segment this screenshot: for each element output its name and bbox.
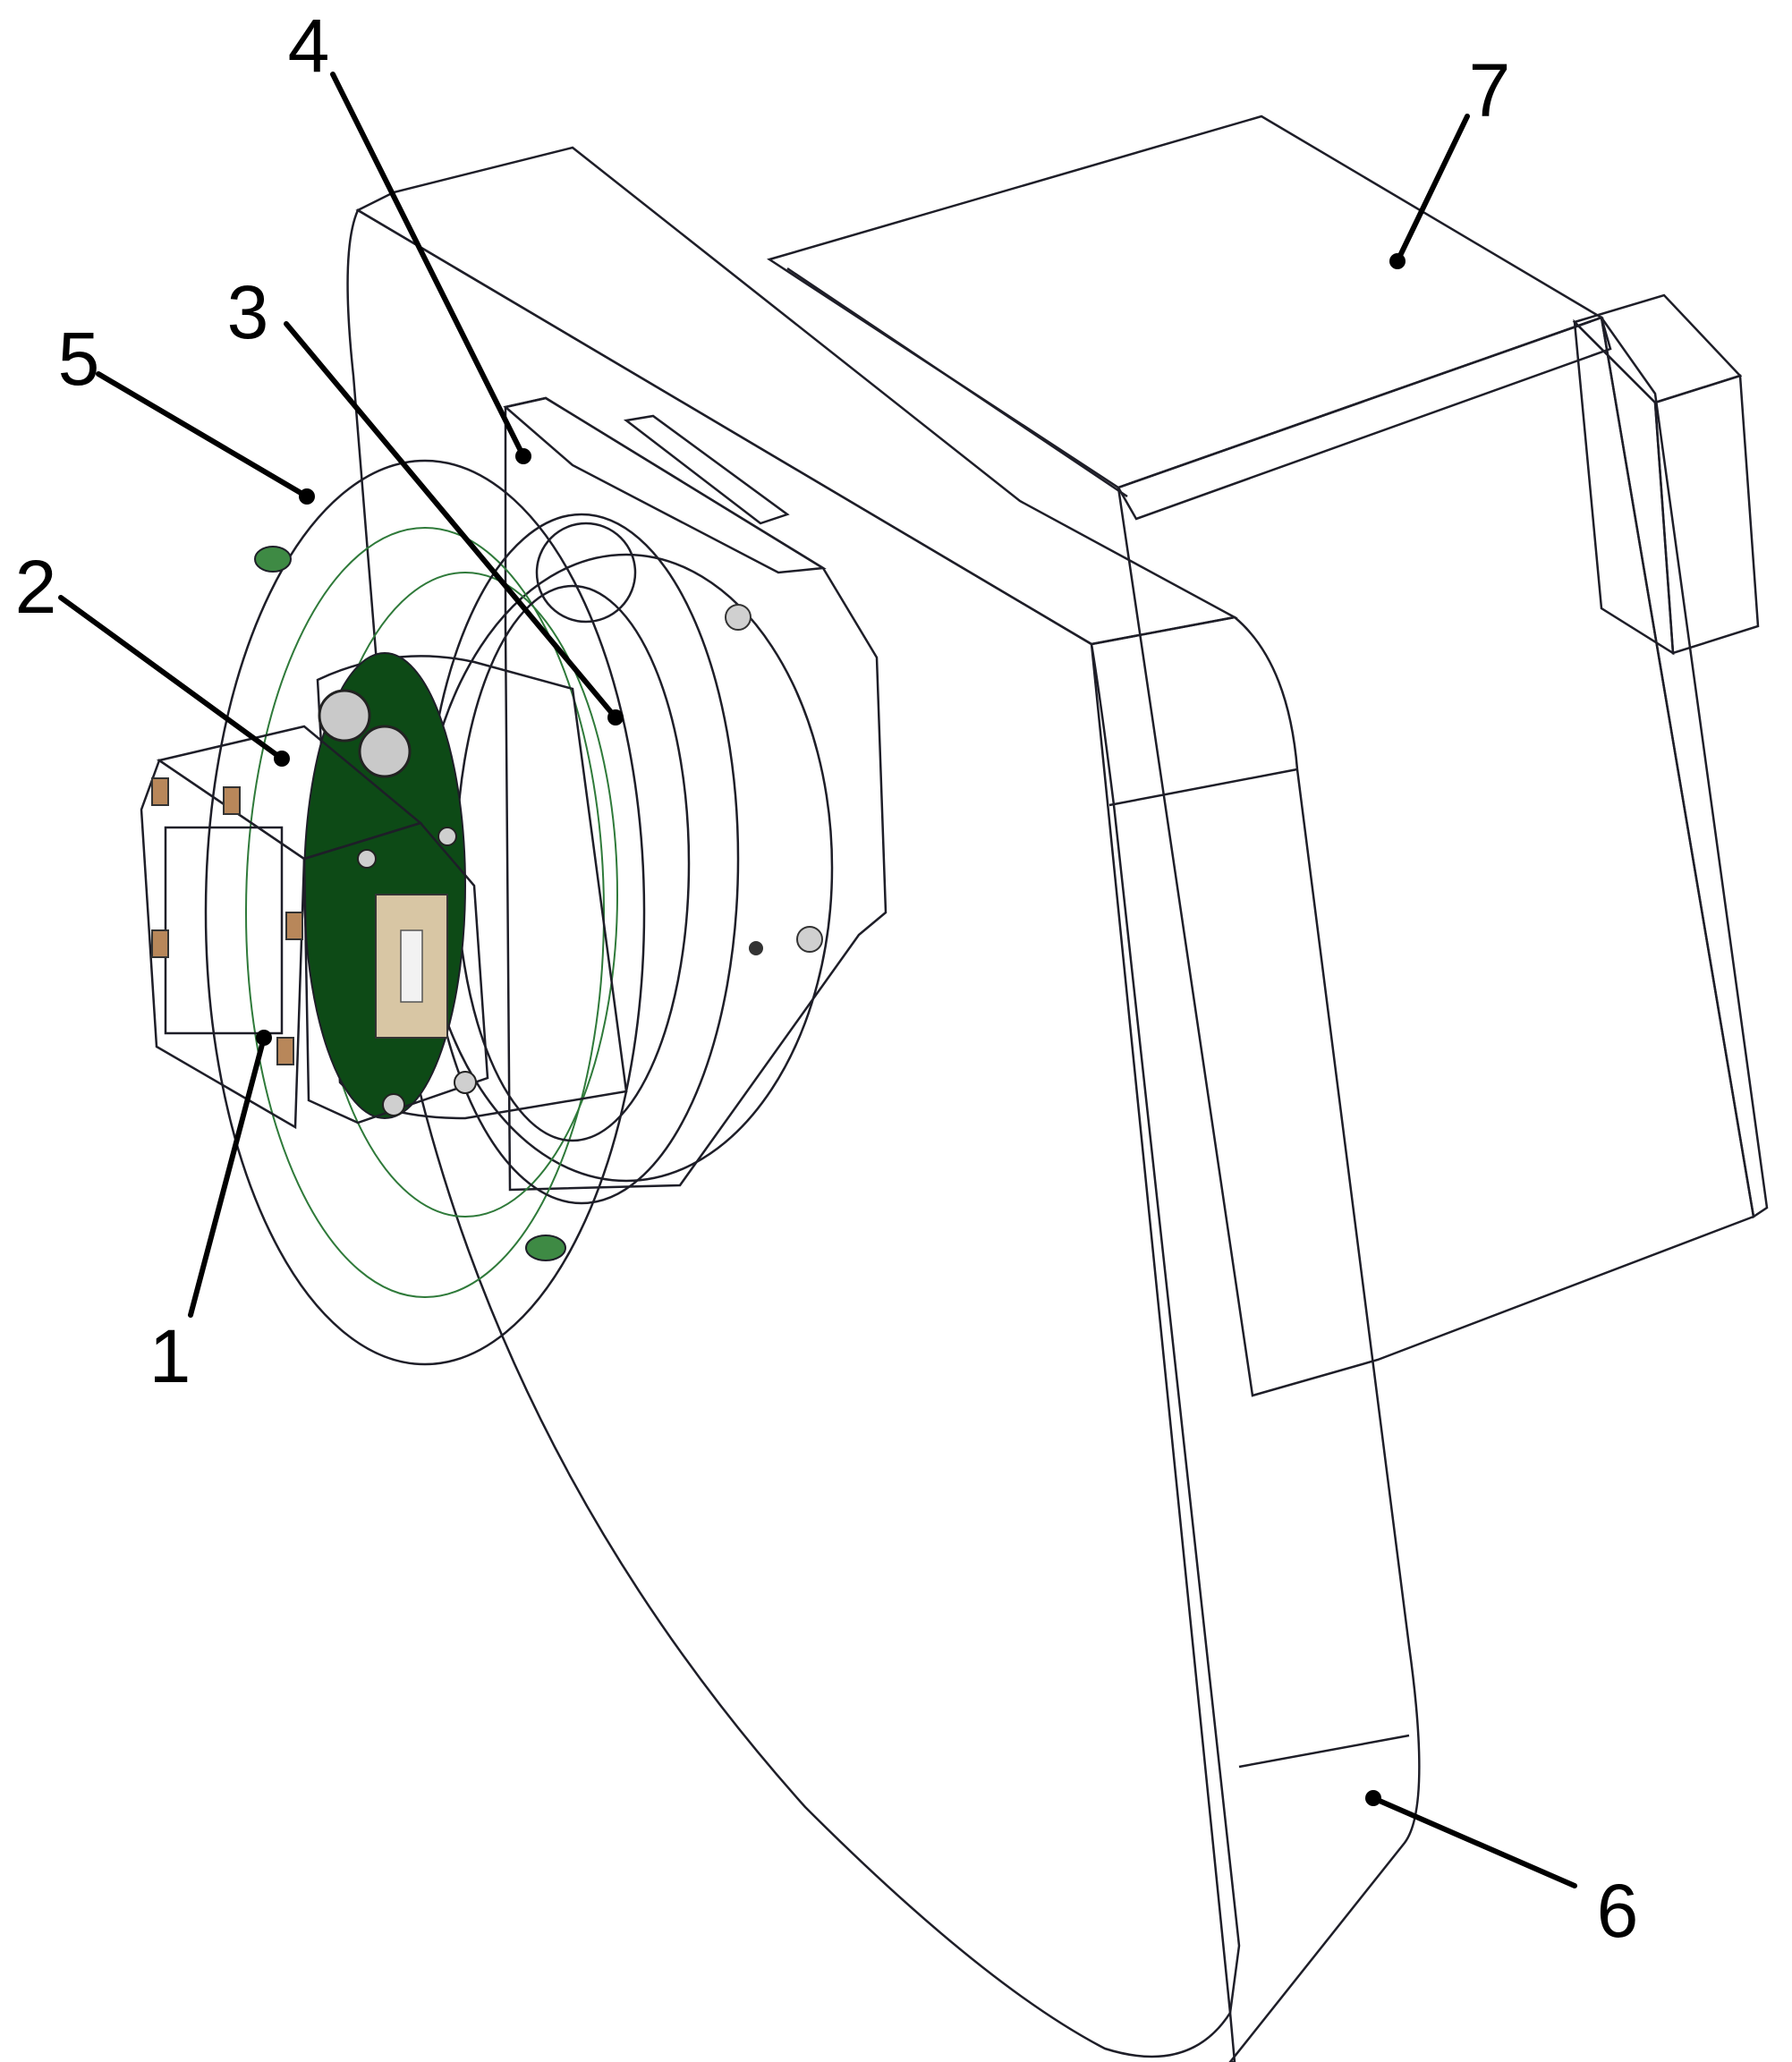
- callout-4: 4: [288, 4, 531, 464]
- callout-3: 3: [227, 270, 624, 726]
- callout-label-6: 6: [1597, 1869, 1639, 1953]
- callout-label-3: 3: [227, 270, 269, 354]
- callouts: 1 2 3 4 5 6 7: [15, 4, 1639, 1953]
- callout-label-1: 1: [149, 1314, 191, 1398]
- callout-6: 6: [1365, 1790, 1638, 1953]
- callout-5: 5: [58, 317, 315, 505]
- sample-holder: [140, 689, 423, 1130]
- callout-label-4: 4: [288, 4, 330, 88]
- callout-1: 1: [149, 1030, 272, 1398]
- callout-7: 7: [1389, 48, 1510, 269]
- callout-label-2: 2: [15, 545, 57, 629]
- green-disc: [204, 459, 646, 1366]
- motor: [767, 115, 1769, 1397]
- callout-2: 2: [15, 545, 290, 767]
- pcb-board: [302, 821, 489, 1124]
- callout-label-5: 5: [58, 317, 100, 401]
- callout-label-7: 7: [1469, 48, 1511, 132]
